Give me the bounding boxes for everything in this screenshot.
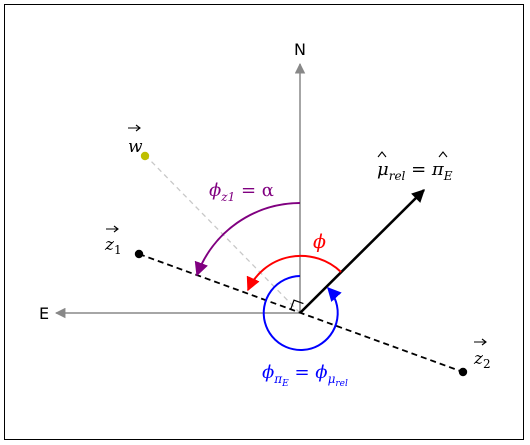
phi-pi-eq-phi-mu-label: ϕπE = ϕμrel	[262, 362, 348, 389]
w-label: w	[128, 137, 143, 157]
z2-point-marker	[458, 367, 468, 377]
mu-rel-vector-arrow	[299, 189, 425, 314]
phi-z1-arc	[194, 202, 301, 277]
pi-hat-accent-icon	[438, 151, 448, 158]
z2-vector-accent-icon	[474, 338, 487, 346]
z2-label: z2	[473, 349, 491, 371]
z1-vector-accent-icon	[106, 225, 119, 233]
phi-arc	[246, 254, 342, 292]
north-label: N	[294, 40, 306, 59]
mu-hat-accent-icon	[377, 151, 387, 158]
phi-pi-mu-arc	[262, 275, 342, 351]
east-label: E	[39, 304, 49, 323]
diagram-frame	[4, 4, 524, 440]
phi-z1-alpha-label: ϕz1 = α	[209, 180, 274, 204]
z1-point-marker	[134, 249, 144, 259]
w-point-marker	[140, 151, 150, 161]
right-angle-marker	[290, 299, 304, 310]
mu-rel-eq-pi-e-label: μrel = πE	[377, 159, 453, 183]
w-vector-accent-icon	[128, 124, 141, 132]
z1-label: z1	[104, 235, 122, 257]
phi-label: ϕ	[313, 231, 326, 253]
